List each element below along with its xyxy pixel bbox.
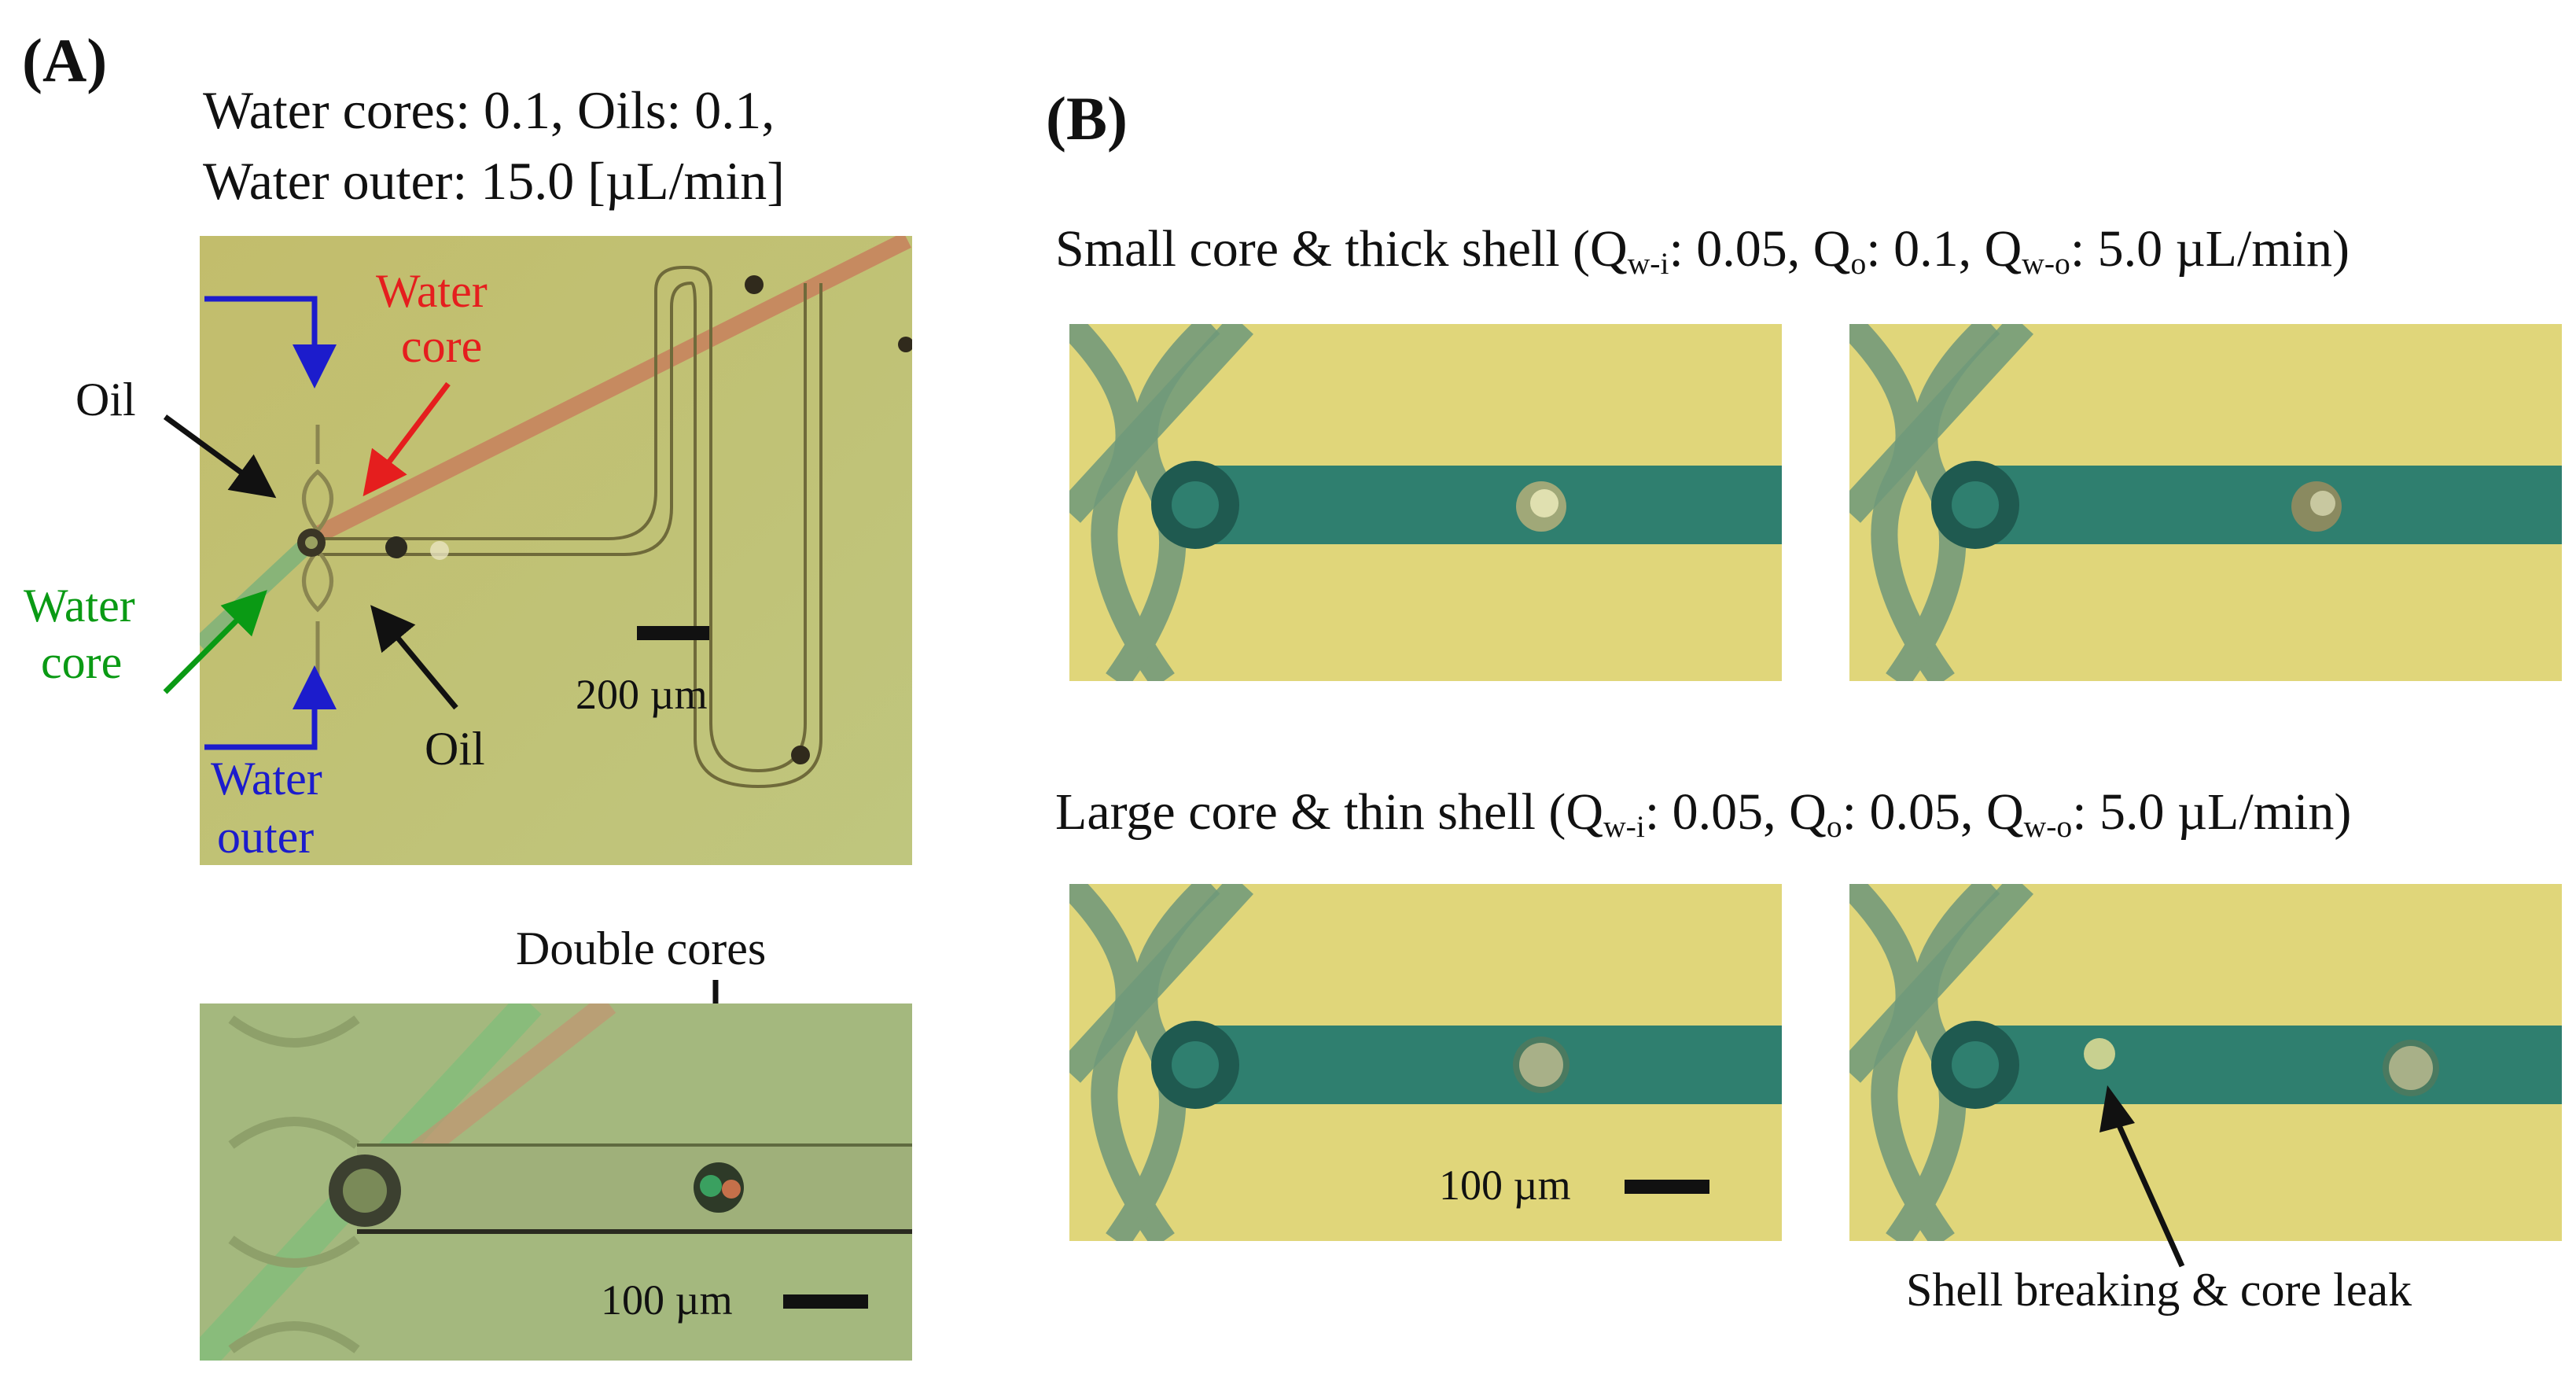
scale-bar-a-bottom xyxy=(783,1294,868,1309)
row2-sub-wi: w-i xyxy=(1603,808,1645,844)
row1-heading-mid2: : 0.1, Q xyxy=(1866,220,2022,278)
row2-heading: Large core & thin shell (Qw-i: 0.05, Qo:… xyxy=(1055,786,2351,842)
scale-bar-a-top xyxy=(637,626,709,640)
row2-heading-prefix: Large core & thin shell (Q xyxy=(1055,783,1604,841)
label-oil-bottom: Oil xyxy=(425,723,485,775)
label-water-core-green-2: core xyxy=(41,636,123,688)
scale-label-a-bottom: 100 µm xyxy=(601,1276,733,1324)
label-water-outer-1: Water xyxy=(211,753,322,805)
row1-heading-mid1: : 0.05, Q xyxy=(1669,220,1851,278)
label-water-core-red-2: core xyxy=(401,320,483,372)
row1-sub-wo: w-o xyxy=(2022,245,2070,281)
micrograph-a-top xyxy=(200,236,912,865)
scale-bar-b xyxy=(1625,1180,1709,1194)
shell-breaking-arrow xyxy=(2099,1085,2185,1268)
row2-sub-wo: w-o xyxy=(2023,808,2073,844)
row1-sub-o: o xyxy=(1850,245,1867,281)
row1-heading-suffix: : 5.0 µL/min) xyxy=(2070,220,2350,278)
panel-a-arrows xyxy=(163,296,458,750)
label-water-outer-2: outer xyxy=(217,811,315,863)
label-shell-breaking: Shell breaking & core leak xyxy=(1906,1264,2412,1316)
row1-heading: Small core & thick shell (Qw-i: 0.05, Qo… xyxy=(1055,223,2350,279)
panel-b-label: (B) xyxy=(1046,84,1128,153)
label-water-core-red-1: Water xyxy=(376,265,488,317)
row2-heading-suffix: : 5.0 µL/min) xyxy=(2072,783,2352,841)
label-double-cores: Double cores xyxy=(516,922,767,974)
label-oil-top: Oil xyxy=(75,374,136,425)
micrograph-b-row2-right xyxy=(1849,884,2562,1241)
micrograph-b-row1-left xyxy=(1069,324,1782,681)
row2-heading-mid2: : 0.05, Q xyxy=(1842,783,2024,841)
panel-a-label: (A) xyxy=(22,26,108,94)
row2-sub-o: o xyxy=(1826,808,1842,844)
scale-label-a-top: 200 µm xyxy=(576,671,708,718)
micrograph-b-row1-right xyxy=(1849,324,2562,681)
panel-a-condition-line1: Water cores: 0.1, Oils: 0.1, xyxy=(203,80,775,140)
row2-heading-mid1: : 0.05, Q xyxy=(1644,783,1827,841)
label-water-core-green-1: Water xyxy=(24,580,135,632)
row1-sub-wi: w-i xyxy=(1627,245,1669,281)
row1-heading-prefix: Small core & thick shell (Q xyxy=(1055,220,1628,278)
scale-label-b: 100 µm xyxy=(1439,1162,1571,1209)
panel-a-condition-line2: Water outer: 15.0 [µL/min] xyxy=(203,151,785,211)
